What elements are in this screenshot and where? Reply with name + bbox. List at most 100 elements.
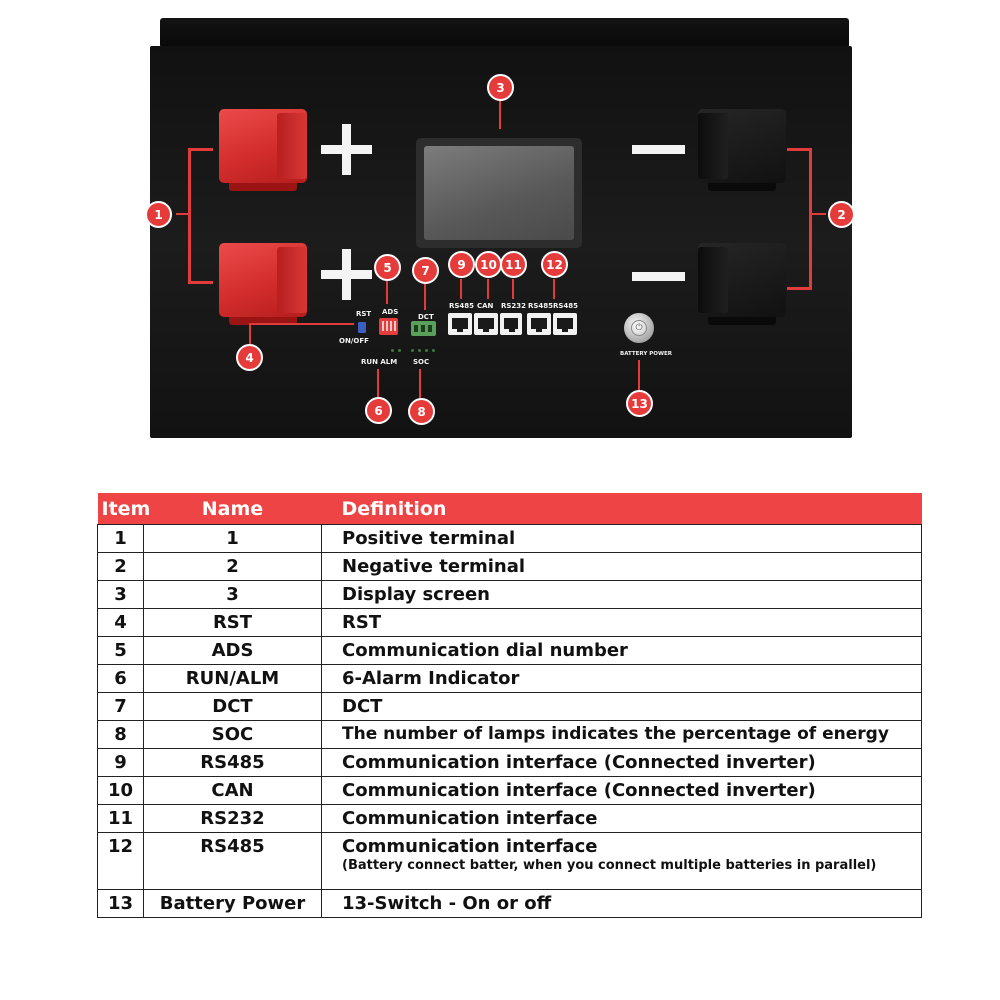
table-row: 12 RS485 Communication interface (Batter…	[97, 832, 922, 890]
table-row: 3 3 Display screen	[97, 580, 922, 609]
callout-leader	[250, 323, 354, 325]
callout-bracket-1	[188, 148, 213, 284]
ads-dial-switch[interactable]	[379, 318, 398, 335]
soc-led	[411, 349, 414, 352]
cell-name: ADS	[143, 636, 322, 665]
battery-top-lip	[160, 18, 849, 48]
callout-badge-10: 10	[475, 251, 502, 278]
callout-badge-13: 13	[626, 390, 653, 417]
rs232-port[interactable]	[500, 313, 522, 335]
rs485-port[interactable]	[448, 313, 472, 335]
negative-terminal-1	[698, 109, 786, 191]
rst-label: RST	[356, 310, 372, 318]
table-header-row: Item Name Definition	[97, 493, 922, 525]
callout-badge-2: 2	[828, 201, 855, 228]
spec-table: Item Name Definition 1 1 Positive termin…	[97, 493, 922, 918]
cell-definition: Communication interface (Battery connect…	[321, 832, 922, 890]
can-port[interactable]	[474, 313, 498, 335]
callout-badge-11: 11	[500, 251, 527, 278]
callout-leader	[377, 369, 379, 397]
alm-led	[398, 349, 401, 352]
cell-name: RS232	[143, 804, 322, 833]
run-led	[391, 349, 394, 352]
definition-note: (Battery connect batter, when you connec…	[342, 858, 877, 873]
header-definition: Definition	[321, 493, 922, 525]
battery-power-button[interactable]: ⏻	[624, 313, 654, 343]
cell-definition: The number of lamps indicates the percen…	[321, 720, 922, 749]
table-row: 8 SOC The number of lamps indicates the …	[97, 720, 922, 749]
cell-item: 1	[97, 524, 144, 553]
battery-power-label: BATTERY POWER	[620, 351, 673, 357]
port-label-rs485: RS485	[553, 302, 579, 310]
cell-item: 4	[97, 608, 144, 637]
port-label-rs485: RS485	[449, 302, 475, 310]
table-row: 9 RS485 Communication interface (Connect…	[97, 748, 922, 777]
run-alm-label: RUN ALM	[361, 358, 398, 366]
cell-name: Battery Power	[143, 889, 322, 918]
cell-item: 3	[97, 580, 144, 609]
cell-item: 8	[97, 720, 144, 749]
rs485-port[interactable]	[527, 313, 551, 335]
table-row: 4 RST RST	[97, 608, 922, 637]
header-item: Item	[97, 493, 150, 525]
cell-name: DCT	[143, 692, 322, 721]
positive-terminal-2	[219, 243, 307, 325]
dct-connector	[411, 321, 436, 336]
callout-leader	[424, 282, 426, 310]
cell-definition: Communication interface (Connected inver…	[321, 776, 922, 805]
dct-label: DCT	[418, 313, 434, 321]
port-label-rs485: RS485	[528, 302, 554, 310]
table-row: 6 RUN/ALM 6-Alarm Indicator	[97, 664, 922, 693]
cell-name: RUN/ALM	[143, 664, 322, 693]
cell-item: 6	[97, 664, 144, 693]
cell-item: 12	[97, 832, 144, 890]
on-off-label: ON/OFF	[339, 337, 369, 345]
port-label-rs232: RS232	[501, 302, 527, 310]
callout-badge-12: 12	[541, 251, 568, 278]
cell-item: 5	[97, 636, 144, 665]
minus-icon	[632, 145, 685, 154]
cell-item: 10	[97, 776, 144, 805]
soc-led	[425, 349, 428, 352]
table-row: 2 2 Negative terminal	[97, 552, 922, 581]
soc-led	[418, 349, 421, 352]
table-row: 7 DCT DCT	[97, 692, 922, 721]
table-row: 13 Battery Power 13-Switch - On or off	[97, 889, 922, 918]
cell-name: SOC	[143, 720, 322, 749]
cell-definition: DCT	[321, 692, 922, 721]
header-name: Name	[143, 493, 322, 525]
callout-leader	[638, 360, 640, 392]
table-row: 1 1 Positive terminal	[97, 524, 922, 553]
callout-leader	[499, 97, 501, 129]
callout-leader	[487, 279, 489, 299]
rst-button[interactable]	[358, 322, 366, 333]
cell-item: 7	[97, 692, 144, 721]
cell-item: 11	[97, 804, 144, 833]
callout-leader	[460, 279, 462, 299]
cell-item: 9	[97, 748, 144, 777]
callout-leader	[386, 279, 388, 304]
cell-definition: Display screen	[321, 580, 922, 609]
callout-leader	[176, 213, 189, 215]
cell-name: CAN	[143, 776, 322, 805]
cell-definition: Communication dial number	[321, 636, 922, 665]
callout-leader	[512, 279, 514, 299]
ads-label: ADS	[382, 308, 399, 316]
rs485-port[interactable]	[553, 313, 577, 335]
callout-bracket-2	[787, 148, 812, 290]
power-icon: ⏻	[631, 320, 647, 336]
port-label-can: CAN	[477, 302, 494, 310]
callout-leader	[249, 323, 251, 345]
cell-definition: Communication interface (Connected inver…	[321, 748, 922, 777]
cell-definition: Positive terminal	[321, 524, 922, 553]
cell-definition: RST	[321, 608, 922, 637]
callout-leader	[419, 369, 421, 399]
callout-badge-5: 5	[374, 254, 401, 281]
table-row: 11 RS232 Communication interface	[97, 804, 922, 833]
table-row: 5 ADS Communication dial number	[97, 636, 922, 665]
cell-name: 3	[143, 580, 322, 609]
callout-badge-4: 4	[236, 344, 263, 371]
cell-definition: Communication interface	[321, 804, 922, 833]
minus-icon	[632, 272, 685, 281]
callout-badge-7: 7	[412, 257, 439, 284]
